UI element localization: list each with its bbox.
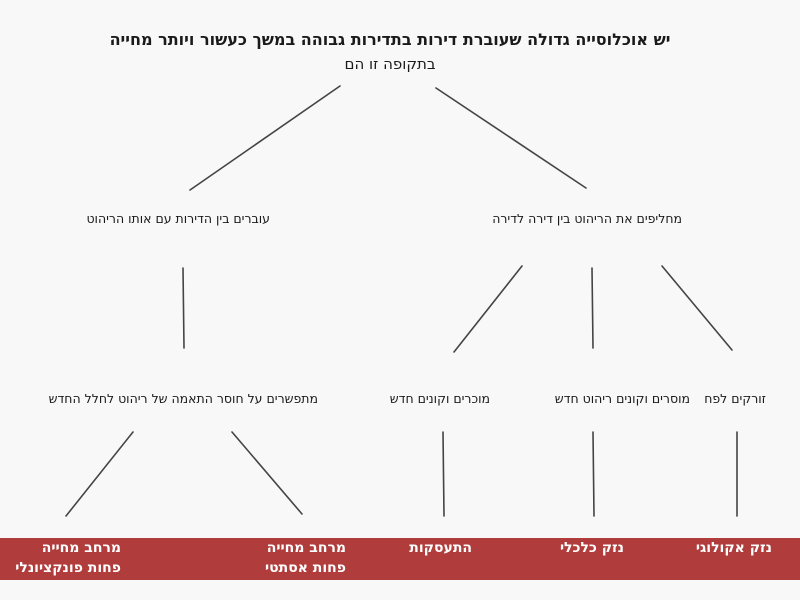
outcome-line: נזק אקולוגי [695, 540, 772, 556]
outcome-line: נזק כלכלי [559, 540, 624, 556]
node-compromise-mismatch: מתפשרים על חוסר התאמה של ריהוט לחלל החדש [48, 391, 318, 406]
node-replace-furniture: מחליפים את הריהוט בין דירה לדירה [492, 211, 682, 226]
outcome-line: פחות פונקציונלי [15, 560, 121, 576]
outcome-economic-damage: נזק כלכלי [560, 538, 624, 558]
outcome-line: מרחב מחייה [41, 540, 121, 556]
node-throw-away: זורקים לפח [704, 391, 766, 406]
node-move-same-furniture: עוברים בין הדירות עם אותו הריהוט [86, 211, 270, 226]
outcome-ecological-damage: נזק אקולוגי [696, 538, 772, 558]
outcome-line: התעסקות [409, 540, 472, 556]
node-give-away-buy-new: מוסרים וקונים ריהוט חדש [554, 391, 690, 406]
outcome-hassle: התעסקות [409, 538, 472, 558]
outcome-less-functional: מרחב מחייה פחות פונקציונלי [15, 538, 121, 578]
root-subtitle: בתקופה זו הם [344, 55, 436, 73]
outcomes-band [0, 538, 800, 580]
outcome-line: פחות אסתטי [265, 560, 346, 576]
outcome-line: מרחב מחייה [266, 540, 346, 556]
root-title: יש אוכלוסייה גדולה שעוברת דירות בתדירות … [109, 30, 671, 49]
outcome-less-aesthetic: מרחב מחייה פחות אסתטי [265, 538, 346, 578]
node-sell-buy-new: מוכרים וקונים חדש [389, 391, 490, 406]
